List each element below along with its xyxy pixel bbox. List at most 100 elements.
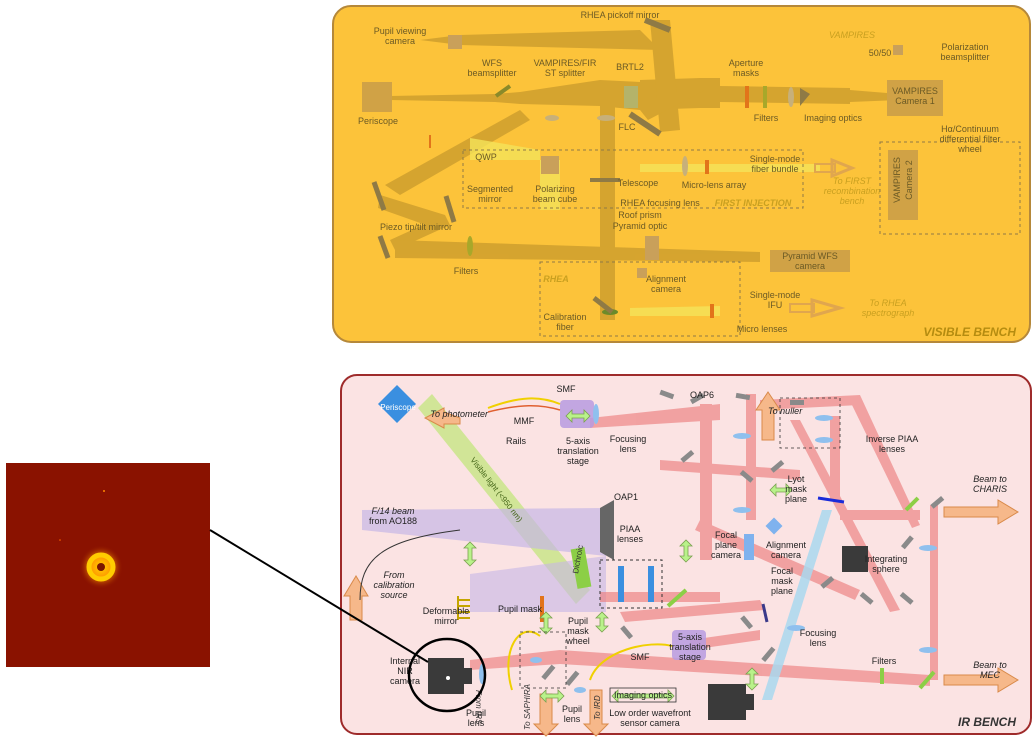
label-stage5b-2: translation — [669, 642, 711, 652]
visible-components — [362, 17, 1021, 337]
fold-mirror-b — [443, 195, 457, 223]
ifu-element — [710, 304, 714, 318]
label-to-rhea-2: spectrograph — [862, 308, 915, 318]
calibration-arrow — [343, 575, 369, 621]
periscope-box — [362, 82, 392, 112]
label-fpc-2: plane — [715, 540, 737, 550]
to-nuller-arrow — [755, 391, 781, 441]
lowfs-camera — [708, 684, 746, 720]
micro-lens-array-lens — [682, 156, 688, 176]
vampires-camera1-box — [887, 80, 943, 116]
lyot-mask — [817, 496, 845, 504]
label-pupil-lens2-2: lens — [564, 714, 581, 724]
periscope-diamond — [378, 385, 416, 423]
label-to-first-1: To FIRST — [833, 176, 873, 186]
label-focus2-1: Focusing — [800, 628, 837, 638]
to-rhea-arrow-tail — [789, 303, 815, 313]
label-calib-2: calibration — [373, 580, 414, 590]
label-pbc-1: Polarizing — [535, 184, 575, 194]
label-mec-1: Beam to — [973, 660, 1007, 670]
label-polbs-1: Polarization — [941, 42, 988, 52]
oap1-mirror — [600, 500, 614, 560]
pupil-mask — [540, 596, 544, 622]
label-cam2-2: Camera 2 — [904, 160, 914, 200]
label-mec-2: MEC — [980, 670, 1001, 680]
label-fmp-3: plane — [771, 586, 793, 596]
label-to-first-2: recombination — [824, 186, 881, 196]
label-from-irs: From IRS — [474, 690, 483, 725]
label-nir-1: Internal — [390, 656, 420, 666]
label-dm-2: mirror — [434, 616, 458, 626]
label-int-1: Integrating — [865, 554, 908, 564]
label-cam1-1: VAMPIRES — [892, 86, 938, 96]
label-smfb-1: Single-mode — [750, 154, 801, 164]
label-pyr-optic: Pyramid optic — [613, 221, 668, 231]
green-splitter-charis — [904, 496, 920, 512]
label-align-1: Alignment — [646, 274, 687, 284]
piaa-lens-a — [618, 566, 624, 602]
pyramid-wfs-camera-box — [770, 250, 850, 272]
ir-motion-arrows — [463, 409, 793, 703]
label-piaa-2: lenses — [617, 534, 644, 544]
label-first-injection: FIRST INJECTION — [715, 198, 792, 208]
vampires-camera2-box — [888, 150, 918, 220]
label-dm-1: Deformable — [423, 606, 470, 616]
label-pmw-2: mask — [567, 626, 589, 636]
label-piezo: Piezo tip/tilt mirror — [380, 222, 452, 232]
label-filters: Filters — [872, 656, 897, 666]
label-seg-2: mirror — [478, 194, 502, 204]
label-lowfs-2: sensor camera — [620, 718, 680, 728]
label-fmp-2: mask — [771, 576, 793, 586]
visible-bench-background — [332, 5, 1031, 343]
label-roof: Roof prism — [618, 210, 662, 220]
label-halpha-1: Hα/Continuum — [941, 124, 999, 134]
label-rails: Rails — [506, 436, 527, 446]
rhea-focus-lens — [597, 115, 615, 121]
label-vamp-fir-2: ST splitter — [545, 68, 585, 78]
to-ird-arrow — [582, 689, 610, 737]
label-pyr-cam-2: camera — [795, 261, 825, 271]
wfs-beamsplitter — [494, 84, 512, 98]
psf-core — [97, 563, 105, 571]
alignment-camera-box — [637, 268, 647, 278]
label-to-ird: To IRD — [593, 695, 602, 720]
mec-arrow — [943, 667, 1019, 693]
focal-plane-camera — [744, 534, 754, 560]
label-to-nuller: To nuller — [768, 406, 803, 416]
label-pupil-lens-1: Pupil — [466, 708, 486, 718]
alignment-camera — [765, 517, 783, 535]
piaa-box — [599, 559, 663, 609]
piaa-lens-b — [648, 566, 654, 602]
visible-bench-panel: RHEA pickoff mirror Pupil viewing camera… — [332, 5, 1031, 343]
smf-fiber-top — [487, 397, 561, 409]
label-telescope: Telescope — [618, 178, 659, 188]
telescope-lens — [545, 115, 559, 121]
imaging-optics-lens — [788, 87, 794, 107]
aperture-mask — [745, 86, 749, 108]
roof-prism — [590, 178, 620, 182]
label-stage5-2: translation — [557, 446, 599, 456]
label-cam2-1: VAMPIRES — [892, 157, 902, 203]
label-filters2: Filters — [454, 266, 479, 276]
imaging-optics-box — [609, 687, 677, 703]
label-mmf: MMF — [514, 416, 535, 426]
label-mla: Micro-lens array — [682, 180, 747, 190]
label-oap1: OAP1 — [614, 492, 638, 502]
label-pbc-2: beam cube — [533, 194, 578, 204]
oap1-return-beam — [470, 556, 606, 612]
calibration-curve — [359, 529, 461, 601]
label-smfb-2: fiber bundle — [751, 164, 798, 174]
label-ifu-2: IFU — [768, 300, 783, 310]
label-focus2-2: lens — [810, 638, 827, 648]
mmf-fiber — [487, 404, 561, 413]
label-cam1-2: Camera 1 — [895, 96, 935, 106]
inverse-piaa-box — [779, 397, 841, 449]
smf-fiber-bottom — [589, 643, 673, 681]
to-first-arrow-tail — [814, 163, 836, 173]
filters2-lens — [467, 236, 473, 256]
ir-filter — [880, 668, 884, 684]
psf-speckle-b — [59, 539, 61, 541]
filter-element — [763, 86, 767, 108]
label-pmw-3: wheel — [565, 636, 590, 646]
label-fmp-1: Focal — [771, 566, 793, 576]
